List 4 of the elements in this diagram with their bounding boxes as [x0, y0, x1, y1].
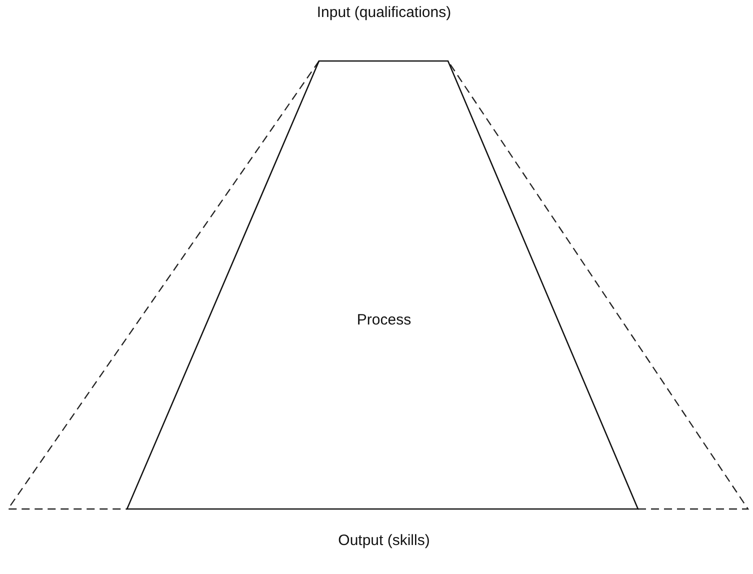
node-label: Process — [356, 312, 412, 328]
input-label: Input (qualifications) — [316, 4, 452, 21]
output-label: Output (skills) — [337, 532, 431, 549]
trapezoid-shape — [127, 61, 638, 509]
